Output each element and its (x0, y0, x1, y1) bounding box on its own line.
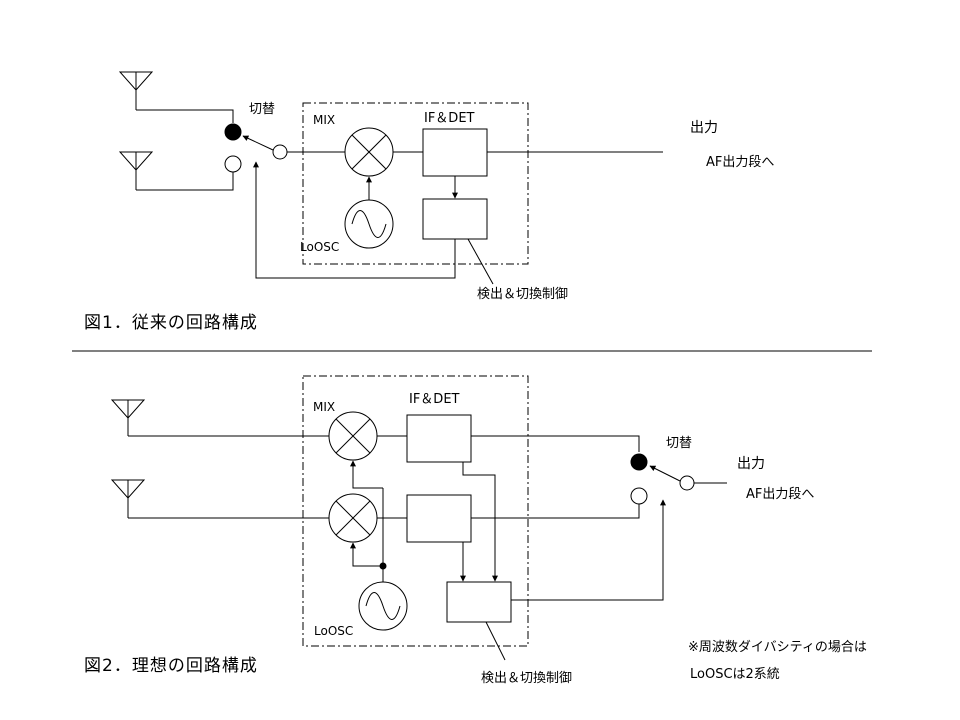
fig2-control-label: 検出＆切換制御 (481, 671, 573, 686)
fig2-if-det-label: IF＆DET (409, 392, 460, 407)
fig2-switch-pivot (679, 475, 695, 491)
fig2-wire-if2-to-switch (471, 504, 640, 519)
fig2-note-line-1: ※周波数ダイバシティの場合は (688, 640, 867, 655)
fig2-oscillator-icon (358, 581, 408, 631)
fig2-lo-osc-label: LoOSC (314, 624, 354, 638)
fig1-control-label: 検出＆切換制御 (477, 287, 569, 302)
fig1-switch-pivot (272, 144, 288, 160)
fig1-switch-contact-active (224, 123, 242, 141)
fig2-wire-if1-to-switch (471, 435, 640, 452)
figure-1 (118, 71, 663, 285)
fig2-wire-lo-to-mix1 (350, 460, 383, 489)
fig2-note-line-2: LoOSCは2系統 (690, 667, 780, 682)
fig2-control-leader-line (485, 621, 506, 661)
fig2-if-det-block-2 (406, 494, 472, 543)
fig1-dashed-enclosure (302, 102, 529, 265)
fig1-wire-control-feedback (253, 161, 456, 279)
fig1-if-det-block (422, 128, 488, 177)
fig1-oscillator-icon (344, 199, 394, 249)
fig1-caption: 図1．従来の回路構成 (84, 313, 258, 333)
figure-2 (110, 375, 727, 661)
fig2-mix-label: MIX (313, 400, 336, 414)
fig2-control-block (446, 581, 512, 623)
fig2-switch-contact-active (630, 453, 648, 471)
fig2-antenna-1-icon (110, 399, 146, 436)
fig1-control-leader-line (467, 238, 494, 285)
fig1-output-label: 出力 (690, 120, 718, 136)
fig2-mixer-2-icon (328, 493, 378, 543)
fig2-wire-if1-to-control (462, 462, 498, 582)
fig2-output-label: 出力 (737, 456, 765, 472)
fig1-switch-arm (242, 135, 274, 151)
fig1-mix-label: MIX (313, 113, 336, 127)
fig1-antenna-1-icon (118, 71, 234, 123)
fig2-switch-label: 切替 (666, 436, 693, 451)
fig1-control-block (422, 198, 488, 240)
fig2-caption: 図2．理想の回路構成 (84, 656, 258, 676)
fig1-output-sub-label: AF出力段へ (706, 155, 775, 170)
fig1-mixer-icon (344, 127, 394, 177)
fig1-if-det-label: IF＆DET (424, 111, 475, 126)
fig2-output-sub-label: AF出力段へ (746, 487, 815, 502)
fig2-mixer-1-icon (328, 411, 378, 461)
fig2-wire-control-to-switch (511, 499, 666, 601)
fig2-wire-lo-to-mix2 (350, 542, 383, 567)
fig2-antenna-2-icon (110, 479, 146, 518)
fig2-dashed-enclosure (302, 375, 529, 647)
fig1-antenna-2-icon (118, 151, 234, 191)
fig1-lo-osc-label: LoOSC (300, 240, 340, 254)
fig1-switch-label: 切替 (249, 102, 276, 117)
fig2-if-det-block-1 (406, 414, 472, 463)
fig1-switch-contact-idle (224, 155, 242, 173)
fig2-switch-arm (649, 465, 681, 482)
fig2-switch-contact-idle (630, 487, 648, 505)
